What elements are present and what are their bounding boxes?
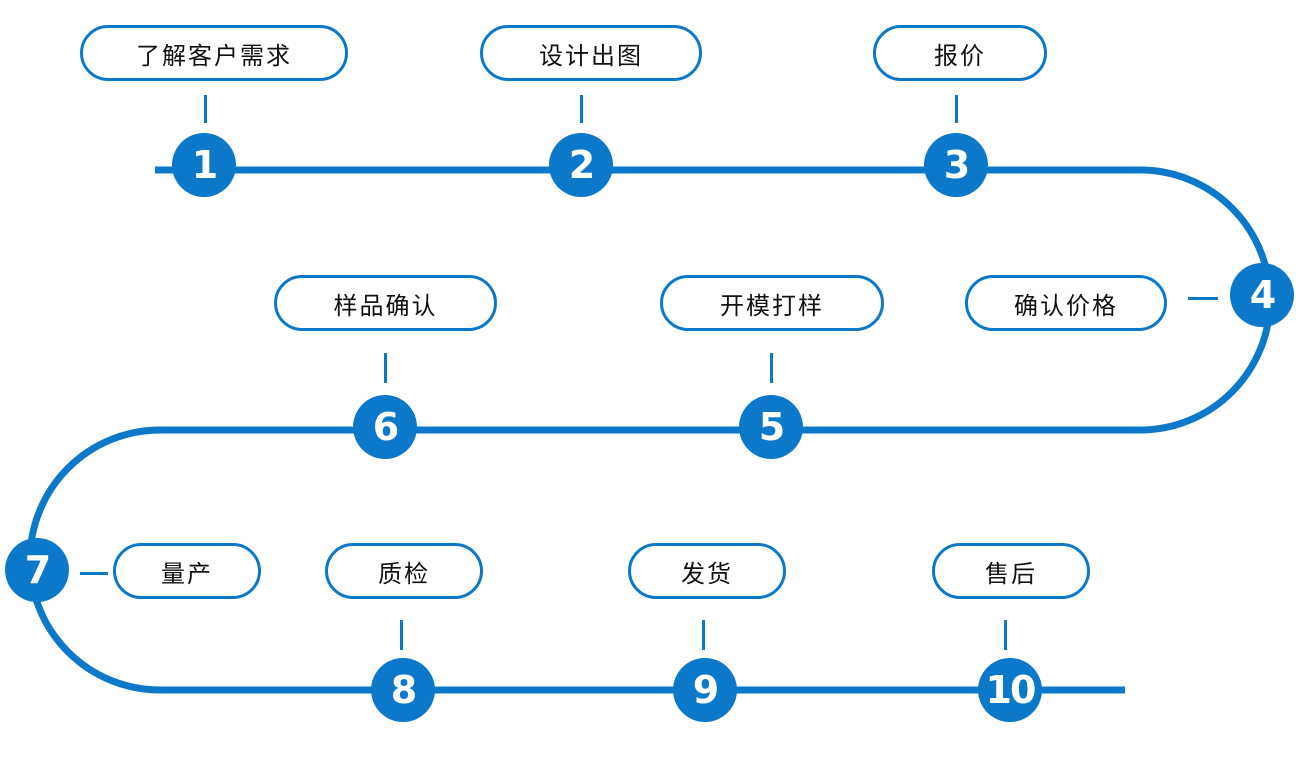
step-1-label: 了解客户需求 <box>80 25 348 81</box>
step-10-connector <box>1004 620 1007 650</box>
step-4-connector <box>1188 297 1218 300</box>
step-3-badge: 3 <box>924 133 988 197</box>
step-10-label: 售后 <box>932 543 1090 599</box>
step-2-label: 设计出图 <box>480 25 702 81</box>
step-5-badge: 5 <box>739 395 803 459</box>
step-9-badge: 9 <box>673 658 737 722</box>
step-7-badge: 7 <box>5 538 69 602</box>
step-9-label: 发货 <box>628 543 786 599</box>
step-4-label: 确认价格 <box>965 275 1167 331</box>
step-9-connector <box>702 620 705 650</box>
step-5-connector <box>770 353 773 383</box>
step-3-connector <box>955 95 958 123</box>
step-4-badge: 4 <box>1230 263 1294 327</box>
step-7-connector <box>80 572 108 575</box>
step-8-badge: 8 <box>371 658 435 722</box>
serpentine-track-line <box>26 166 1274 694</box>
step-6-connector <box>384 353 387 383</box>
step-2-badge: 2 <box>549 133 613 197</box>
step-2-connector <box>580 95 583 123</box>
step-5-label: 开模打样 <box>660 275 884 331</box>
step-6-label: 样品确认 <box>274 275 497 331</box>
step-3-label: 报价 <box>873 25 1047 81</box>
step-1-connector <box>204 95 207 123</box>
step-7-label: 量产 <box>113 543 261 599</box>
step-1-badge: 1 <box>172 133 236 197</box>
step-8-connector <box>400 620 403 650</box>
step-6-badge: 6 <box>353 395 417 459</box>
step-10-badge: 10 <box>978 658 1042 722</box>
step-8-label: 质检 <box>325 543 483 599</box>
